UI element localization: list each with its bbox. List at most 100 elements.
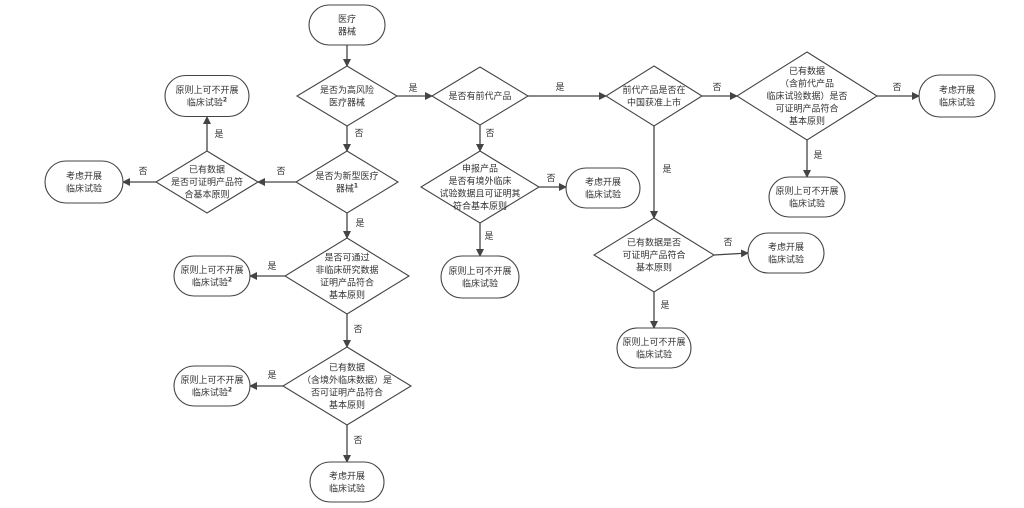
edge-label-yes: 是 [214,129,223,140]
node-text-line: 已有数据 [329,361,365,373]
node-text-line: 临床试验 [768,253,804,265]
node-text-line: 试验数据且可证明其 [439,187,520,199]
rounded-terminal-shape [173,365,251,407]
node-text-line: 证明产品符合 [320,276,374,288]
node-text-line: 原则上可不开展 [622,336,685,348]
node-text-line: 是否有前代产品 [448,90,511,102]
node-text-line: 是否可通过 [324,251,369,263]
edge-label-yes: 是 [267,370,276,381]
node-text-line: （含境外临床数据）是 [302,374,392,386]
node-text-line: 器械1 [336,182,358,194]
node-text-line: 可证明产品符合 [622,249,685,261]
node-text-line: （含前代产品 [780,78,834,90]
diamond-shape [295,65,399,127]
edge-label-no: 否 [485,128,494,139]
node-text-line: 临床试验 [585,188,621,200]
edge-label-no: 否 [138,166,147,177]
node-text-line: 原则上可不开展 [175,84,238,96]
edge-label-yes: 是 [408,83,417,94]
diamond-shape [154,150,260,214]
rounded-terminal-shape [747,232,825,274]
node-text-line: 否可证明产品符合 [311,386,383,398]
node-text-line: 是否可证明产品符 [171,176,243,188]
rounded-terminal-shape [173,255,251,297]
diamond-shape [281,346,413,426]
node-text-line: 器械 [338,25,356,37]
edge-label-yes: 是 [355,218,364,229]
node-text-line: 医疗 [338,13,356,25]
edge-label-yes: 是 [813,150,822,161]
diamond-shape [419,150,541,224]
node-text-line: 是否为新型医疗 [315,170,378,182]
node-text-line: 临床试验2 [187,96,227,108]
node-text-line: 基本原则 [329,399,365,411]
node-text-line: 已有数据 [189,164,225,176]
rounded-terminal-shape [44,160,124,204]
node-text-line: 临床试验 [66,182,102,194]
node-text-line: 前代产品是否在 [622,84,685,96]
node-text-line: 考虑开展 [939,84,975,96]
edge-label-yes: 是 [484,231,493,242]
node-text-line: 原则上可不开展 [180,264,243,276]
node-text-line: 申报产品 [462,162,498,174]
node-text-line: 基本原则 [329,289,365,301]
edge-label-no: 否 [353,435,362,446]
node-text-line: 临床试验数据）是否 [766,90,847,102]
edge-label-yes: 是 [660,300,669,311]
diamond-shape [294,150,400,214]
diamond-shape [430,66,530,126]
diamond-shape [592,217,716,293]
node-text-line: 考虑开展 [768,241,804,253]
rounded-terminal-shape [309,461,385,503]
node-text-line: 基本原则 [636,262,672,274]
node-text-line: 医疗器械 [329,96,365,108]
rounded-terminal-shape [768,176,846,218]
node-text-line: 原则上可不开展 [180,374,243,386]
node-text-line: 基本原则 [789,115,825,127]
node-text-line: 临床试验2 [192,386,232,398]
edge-label-no: 否 [712,82,721,93]
node-text-line: 原则上可不开展 [775,185,838,197]
rounded-terminal-shape [565,167,641,209]
footnote-marker: 2 [228,386,232,393]
node-text-line: 符合基本原则 [453,200,507,212]
node-text-line: 临床试验 [462,277,498,289]
edge-label-no: 否 [723,237,732,248]
edge-label-no: 否 [353,324,362,335]
node-text-line: 非临床研究数据 [315,264,378,276]
footnote-marker: 2 [228,276,232,283]
node-text-line: 是否为高风险 [320,84,374,96]
edge-label-no: 否 [892,82,901,93]
rounded-terminal-shape [164,74,250,118]
rounded-terminal-shape [440,255,520,299]
node-text-line: 临床试验 [636,348,672,360]
node-text-line: 可证明产品符合 [775,103,838,115]
edge-label-yes: 是 [555,82,564,93]
node-text-line: 已有数据 [789,65,825,77]
edge-label-yes: 是 [267,261,276,272]
node-text-line: 考虑开展 [329,470,365,482]
edge-label-no: 否 [546,173,555,184]
diamond-shape [604,65,704,127]
footnote-marker: 2 [223,96,227,103]
diamond-shape [735,51,879,141]
footnote-marker: 1 [354,182,358,189]
node-text-line: 原则上可不开展 [448,265,511,277]
edge-label-no: 否 [276,166,285,177]
flow-arrow [713,249,749,258]
rounded-terminal-shape [308,4,386,46]
edge-label-yes: 是 [662,164,671,175]
